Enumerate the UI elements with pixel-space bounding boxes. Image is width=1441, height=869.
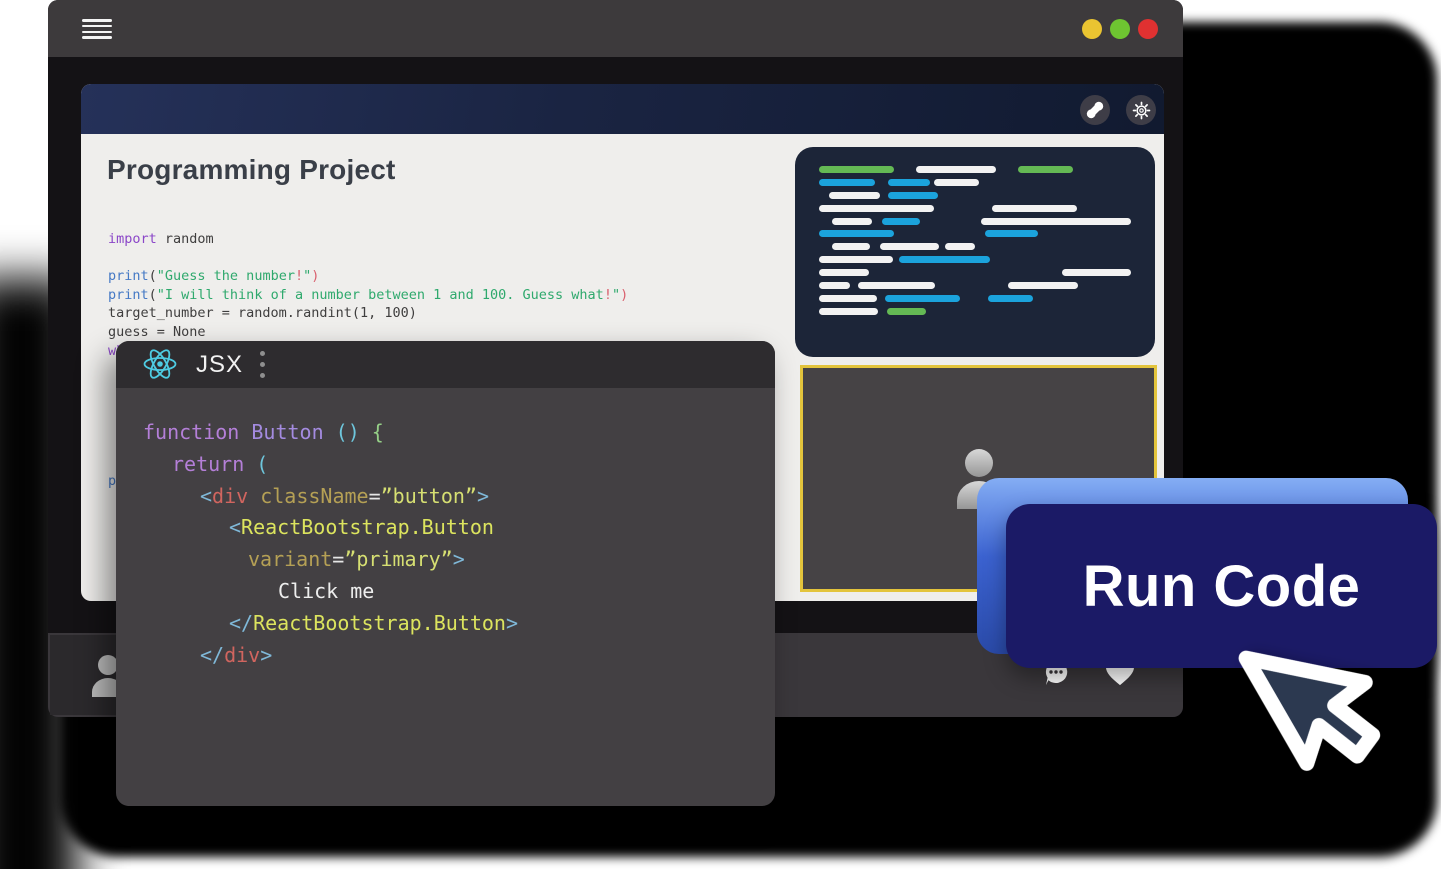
- illustration-row: [819, 163, 1131, 176]
- presenter-person-icon: [92, 655, 116, 697]
- code-line-pill: [832, 243, 870, 251]
- traffic-light-yellow[interactable]: [1082, 19, 1102, 39]
- code-line-pill: [819, 294, 877, 302]
- illustration-row: [819, 292, 1131, 305]
- mouse-cursor-icon: [1224, 578, 1441, 814]
- gear-icon: [1132, 101, 1150, 119]
- run-code-label: Run Code: [1082, 553, 1361, 619]
- link-blob-icon: [1086, 101, 1104, 119]
- illustration-row: [819, 202, 1131, 215]
- window-titlebar: [48, 0, 1183, 57]
- settings-button[interactable]: [1126, 95, 1156, 125]
- code-line-pill: [819, 204, 934, 212]
- code-line-pill: [981, 217, 1131, 225]
- illustration-row: [819, 176, 1131, 189]
- code-line-pill: [945, 243, 975, 251]
- jsx-panel-title: JSX: [196, 351, 244, 378]
- jsx-code-block: function Button () {return (<div classNa…: [143, 420, 519, 667]
- illustration-row: [819, 266, 1131, 279]
- code-line-pill: [1018, 165, 1073, 173]
- code-line-pill: [988, 294, 1033, 302]
- code-line-pill: [1062, 269, 1131, 277]
- illustration-row: [819, 227, 1131, 240]
- jsx-code-panel: JSX function Button () {return (<div cla…: [116, 341, 775, 806]
- code-line-pill: [819, 269, 869, 277]
- presenter-video-tile: [50, 635, 116, 715]
- illustration-row: [819, 305, 1131, 318]
- code-line-pill: [819, 230, 894, 238]
- hamburger-menu-icon[interactable]: [82, 19, 112, 39]
- code-line-pill: [880, 243, 939, 251]
- illustration-row: [819, 189, 1131, 202]
- code-line-pill: [832, 217, 872, 225]
- code-line-pill: [885, 294, 960, 302]
- code-line-pill: [858, 281, 935, 289]
- code-line-pill: [819, 178, 875, 186]
- code-line-pill: [888, 191, 938, 199]
- code-line-pill: [985, 230, 1038, 238]
- code-line-pill: [888, 178, 930, 186]
- code-line-pill: [1008, 281, 1078, 289]
- code-line-pill: [819, 256, 893, 264]
- kebab-menu-icon[interactable]: [258, 351, 266, 384]
- traffic-light-red[interactable]: [1138, 19, 1158, 39]
- react-logo-icon: [143, 349, 177, 379]
- code-line-pill: [916, 165, 996, 173]
- traffic-light-green[interactable]: [1110, 19, 1130, 39]
- code-line-pill: [934, 178, 979, 186]
- code-line-pill: [992, 204, 1077, 212]
- code-line-pill: [819, 281, 850, 289]
- illustration-row: [819, 240, 1131, 253]
- jsx-panel-header: JSX: [116, 341, 775, 388]
- code-line-pill: [882, 217, 920, 225]
- code-line-pill: [899, 256, 990, 264]
- illustration-row: [819, 215, 1131, 228]
- code-line-pill: [819, 165, 894, 173]
- illustration-row: [819, 279, 1131, 292]
- code-illustration: [795, 147, 1155, 357]
- card-header: [81, 84, 1164, 134]
- run-code-button[interactable]: Run Code: [1006, 504, 1437, 668]
- share-button[interactable]: [1080, 95, 1110, 125]
- code-line-pill: [829, 191, 880, 199]
- page-title: Programming Project: [107, 154, 396, 185]
- code-line-pill: [887, 307, 926, 315]
- illustration-row: [819, 253, 1131, 266]
- code-line-pill: [819, 307, 878, 315]
